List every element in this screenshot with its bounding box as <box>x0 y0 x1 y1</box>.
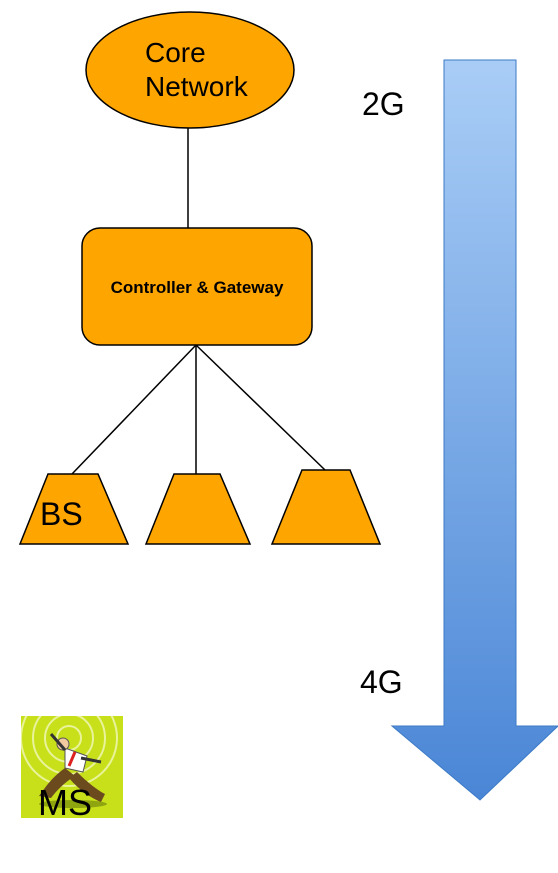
controller-to-bs3-link <box>195 344 326 471</box>
core-network-label-line2: Network <box>145 71 248 102</box>
base-station-2 <box>144 473 252 545</box>
core-network-label: Core Network <box>145 36 248 104</box>
base-station-3 <box>270 469 382 545</box>
generation-start-label: 2G <box>362 86 405 122</box>
mobile-station-label: MS <box>38 782 92 823</box>
core-network-label-line1: Core <box>145 37 206 68</box>
evolution-arrow <box>390 59 558 801</box>
controller-to-bs1-link <box>71 344 197 475</box>
generation-end-label: 4G <box>360 664 403 700</box>
controller-gateway-node <box>81 227 313 346</box>
running-man-icon <box>21 716 123 818</box>
controller-gateway-label: Controller & Gateway <box>110 278 284 297</box>
core-network-node <box>85 11 295 129</box>
base-station-label: BS <box>40 496 83 532</box>
base-station-1 <box>18 473 130 545</box>
